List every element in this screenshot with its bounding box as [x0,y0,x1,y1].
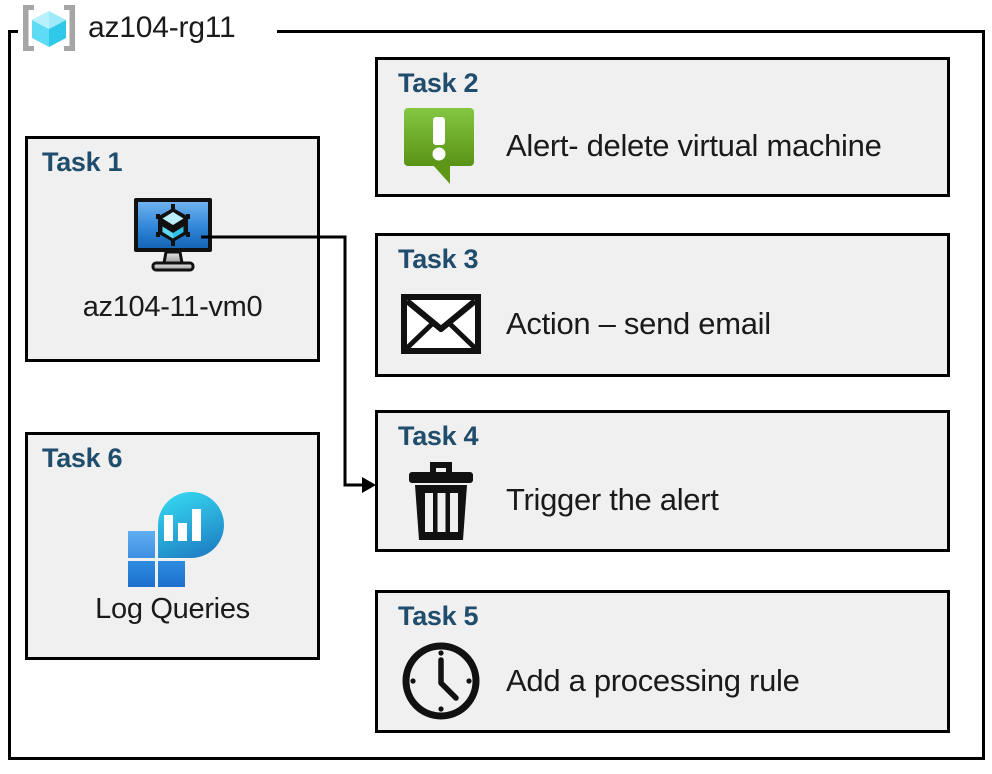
task-1-caption: az104-11-vm0 [82,291,263,323]
clock-icon [398,640,484,722]
task-1-icon-wrap [28,195,317,278]
task-6-title: Task 6 [42,443,123,473]
task-5-title: Task 5 [398,601,479,631]
task-3-label: Action – send email [506,306,771,341]
task-5-label: Add a processing rule [506,662,800,698]
envelope-icon [398,294,484,354]
task-4-title: Task 4 [398,421,479,451]
task-6-card[interactable]: Task 6 [25,432,320,660]
task-5-row: Add a processing rule [398,637,933,724]
task-3-card[interactable]: Task 3 Action – send email [375,233,950,377]
resource-group-header: az104-rg11 [18,2,242,54]
task-3-row: Action – send email [398,280,933,368]
task-2-card[interactable]: Task 2 Alert- delete virtual machin [375,57,950,197]
task-6-icon-wrap [28,487,317,592]
task-4-row: Trigger the alert [398,457,933,543]
task-2-title: Task 2 [398,68,479,98]
task-1-card[interactable]: Task 1 [25,136,320,362]
virtual-machine-icon [128,195,218,278]
resource-group-frame [8,30,985,760]
resource-group-frame-top-right-segment [277,30,985,33]
task-2-row: Alert- delete virtual machine [398,104,933,188]
task-3-title: Task 3 [398,244,479,274]
task-4-card[interactable]: Task 4 Trigger the alert [375,410,950,552]
trash-bin-icon [398,458,484,542]
alert-bubble-icon [398,106,484,186]
task-5-card[interactable]: Task 5 Add a processing rule [375,590,950,733]
resource-group-cube-icon [18,2,80,54]
task-6-caption: Log Queries [95,593,250,625]
task-4-label: Trigger the alert [506,482,719,517]
task-1-title: Task 1 [42,147,123,177]
log-analytics-icon [118,487,228,592]
task-2-label: Alert- delete virtual machine [506,128,882,163]
resource-group-name: az104-rg11 [88,11,236,44]
